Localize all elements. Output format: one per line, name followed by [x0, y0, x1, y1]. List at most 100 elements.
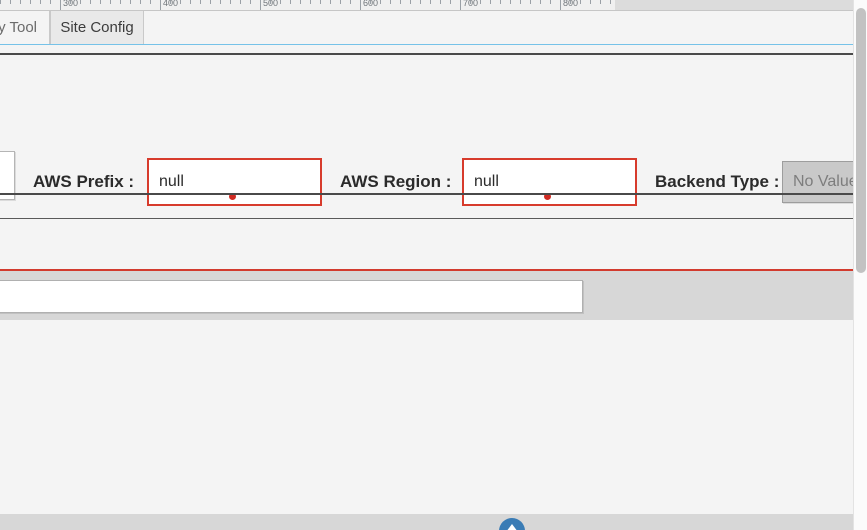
ruler-tick-minor	[370, 0, 371, 4]
ruler-tick-minor	[20, 0, 21, 4]
ruler-tick-minor	[440, 0, 441, 4]
ruler-tick-minor	[310, 0, 311, 4]
search-input[interactable]	[0, 280, 583, 313]
ruler-inactive-region	[615, 0, 867, 11]
ruler-tick-major	[460, 0, 461, 11]
ruler-tick-label: 300	[63, 0, 79, 8]
ruler-tick-minor	[590, 0, 591, 4]
ruler-tick-minor	[40, 0, 41, 4]
ruler-tick-label: 700	[463, 0, 479, 8]
ruler-tick-minor	[80, 0, 81, 4]
ruler-tick-major	[160, 0, 161, 11]
ruler-tick-minor	[480, 0, 481, 4]
ruler-tick-minor	[600, 0, 601, 4]
vertical-scrollbar-thumb[interactable]	[856, 8, 866, 273]
ruler-tick-minor	[470, 0, 471, 4]
aws-region-error-dot	[544, 193, 551, 200]
ruler-tick-minor	[340, 0, 341, 4]
ruler-tick-minor	[30, 0, 31, 4]
content-panel: AWS Prefix : null AWS Region : null Back…	[0, 45, 867, 530]
aws-region-label: AWS Region :	[340, 172, 452, 191]
tab-label: y Tool	[0, 19, 37, 36]
ruler-tick-minor	[330, 0, 331, 4]
ruler-tick-major	[260, 0, 261, 11]
filler-band	[0, 320, 867, 350]
vertical-scrollbar-track[interactable]	[853, 0, 867, 530]
ruler-tick-minor	[410, 0, 411, 4]
ruler-tick-minor	[100, 0, 101, 4]
ruler-tick-minor	[490, 0, 491, 4]
ruler-tick-minor	[250, 0, 251, 4]
horizontal-ruler: 300 400 500 600 700 800	[0, 0, 867, 11]
aws-prefix-input[interactable]: null	[147, 158, 322, 206]
aws-prefix-label: AWS Prefix :	[33, 172, 135, 191]
ruler-tick-major	[560, 0, 561, 11]
ruler-tick-minor	[430, 0, 431, 4]
ruler-tick-label: 800	[563, 0, 579, 8]
backend-type-label: Backend Type :	[655, 172, 780, 191]
ruler-tick-minor	[520, 0, 521, 4]
ruler-tick-minor	[280, 0, 281, 4]
ruler-tick-minor	[110, 0, 111, 4]
ruler-tick-minor	[320, 0, 321, 4]
ruler-baseline	[0, 10, 867, 11]
divider-red	[0, 269, 867, 271]
search-band	[0, 271, 867, 320]
tab-label: Site Config	[60, 19, 134, 36]
ruler-tick-minor	[400, 0, 401, 4]
clipped-left-input[interactable]	[0, 151, 15, 200]
ruler-tick-minor	[230, 0, 231, 4]
arrow-up-icon[interactable]	[499, 518, 525, 530]
tab-deploy-tool[interactable]: y Tool	[0, 11, 50, 44]
ruler-tick-minor	[140, 0, 141, 4]
ruler-tick-minor	[150, 0, 151, 4]
ruler-tick-minor	[290, 0, 291, 4]
ruler-tick-minor	[130, 0, 131, 4]
ruler-tick-minor	[50, 0, 51, 4]
ruler-tick-major	[360, 0, 361, 11]
ruler-tick-minor	[220, 0, 221, 4]
ruler-tick-minor	[0, 0, 1, 4]
ruler-tick-minor	[540, 0, 541, 4]
bottom-bar	[0, 514, 867, 530]
ruler-tick-minor	[210, 0, 211, 4]
ruler-tick-label: 600	[363, 0, 379, 8]
ruler-tick-minor	[270, 0, 271, 4]
ruler-tick-minor	[450, 0, 451, 4]
ruler-tick-minor	[570, 0, 571, 4]
ruler-tick-minor	[610, 0, 611, 4]
aws-region-value: null	[474, 173, 499, 190]
ruler-tick-minor	[350, 0, 351, 4]
ruler-tick-minor	[420, 0, 421, 4]
ruler-tick-minor	[500, 0, 501, 4]
backend-type-input[interactable]: No Value	[782, 161, 867, 203]
page-body	[0, 350, 867, 514]
ruler-tick-minor	[120, 0, 121, 4]
ruler-tick-minor	[580, 0, 581, 4]
ruler-tick-minor	[180, 0, 181, 4]
ruler-tick-minor	[300, 0, 301, 4]
ruler-tick-minor	[70, 0, 71, 4]
ruler-tick-major	[60, 0, 61, 11]
tab-site-config[interactable]: Site Config	[50, 11, 144, 44]
divider-middle-lower	[0, 218, 867, 219]
aws-prefix-value: null	[159, 173, 184, 190]
ruler-tick-minor	[550, 0, 551, 4]
ruler-tick-minor	[200, 0, 201, 4]
ruler-tick-minor	[90, 0, 91, 4]
ruler-tick-minor	[10, 0, 11, 4]
config-form-row: AWS Prefix : null AWS Region : null Back…	[0, 103, 867, 206]
divider-top	[0, 53, 867, 55]
ruler-tick-minor	[170, 0, 171, 4]
ruler-tick-minor	[510, 0, 511, 4]
ruler-tick-minor	[240, 0, 241, 4]
ruler-tick-label: 400	[163, 0, 179, 8]
ruler-tick-minor	[190, 0, 191, 4]
ruler-tick-label: 500	[263, 0, 279, 8]
ruler-tick-minor	[380, 0, 381, 4]
divider-middle-upper	[0, 193, 867, 195]
tab-strip: y Tool Site Config	[0, 11, 867, 46]
aws-prefix-error-dot	[229, 193, 236, 200]
ruler-tick-minor	[530, 0, 531, 4]
